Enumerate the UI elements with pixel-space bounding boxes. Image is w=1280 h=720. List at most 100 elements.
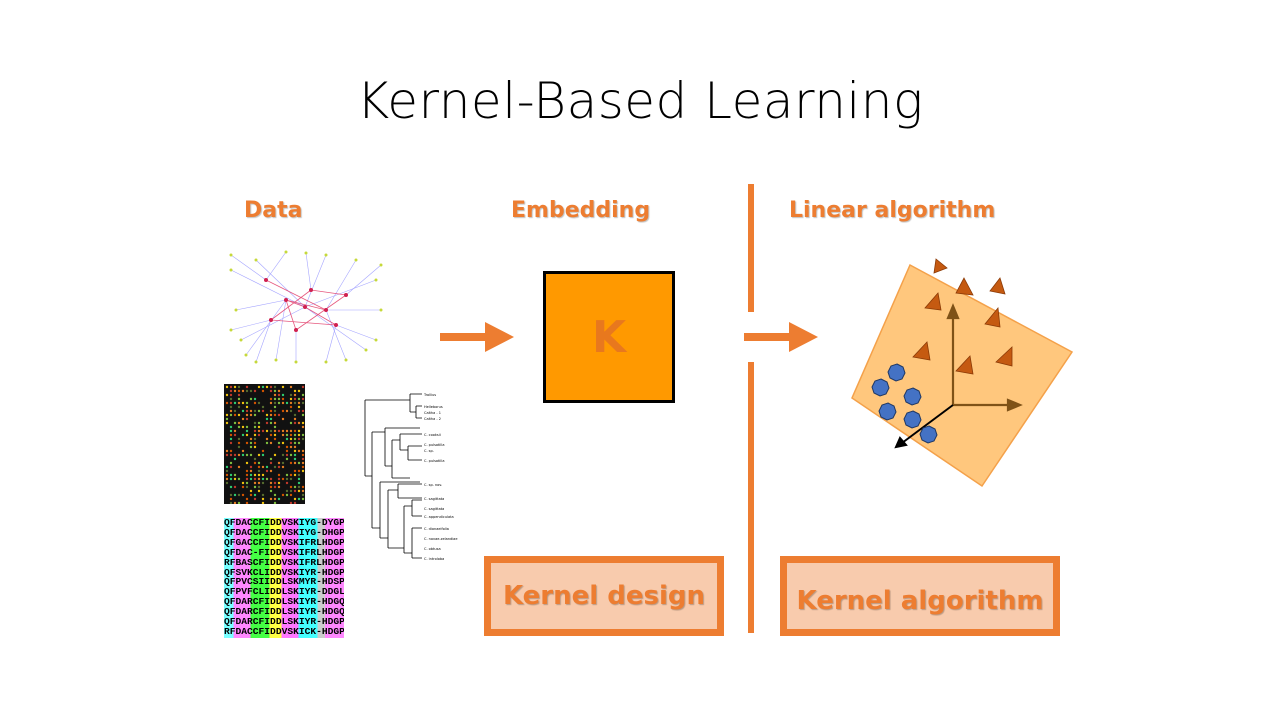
microarray-spot [253,425,257,429]
kernel-design-box: Kernel design [484,556,724,636]
label-linear-algorithm: Linear algorithm [789,198,996,223]
microarray-spot [257,409,261,413]
microarray-spot [277,477,281,481]
microarray-spot [281,397,285,401]
microarray-spot [265,469,269,473]
microarray-spot [293,433,297,437]
microarray-spot [261,481,265,485]
microarray-spot [261,493,265,497]
microarray-spot [229,437,233,441]
svg-text:C. pulsatilla: C. pulsatilla [424,443,444,447]
sequence-row: QFDARCFIDDLSKIYR-HDGPI [224,616,344,628]
microarray-spot [269,497,273,501]
microarray-spot [297,461,301,465]
divider-bottom [748,362,754,633]
microarray-spot [297,485,301,489]
kernel-algorithm-box: Kernel algorithm [780,556,1060,636]
microarray-spot [253,493,257,497]
microarray-spot [289,409,293,413]
microarray-spot [265,413,269,417]
microarray-spot [301,489,305,493]
microarray-spot [269,441,273,445]
microarray-spot [273,393,277,397]
microarray-spot [273,465,277,469]
microarray-spot [257,489,261,493]
microarray-spot [269,429,273,433]
microarray-spot [301,433,305,437]
microarray-spot [277,445,281,449]
microarray-spot [269,389,273,393]
microarray-spot [237,385,241,389]
microarray-spot [245,473,249,477]
microarray-spot [297,433,301,437]
microarray-spot [257,429,261,433]
microarray-spot [273,409,277,413]
microarray-spot [229,465,233,469]
microarray-spot [225,473,229,477]
microarray-spot [269,485,273,489]
microarray-spot [249,465,253,469]
microarray-spot [241,493,245,497]
kernel-design-label: Kernel design [502,581,705,611]
microarray-spot [289,433,293,437]
microarray-spot [237,493,241,497]
microarray-spot [225,421,229,425]
microarray-spot [301,493,305,497]
microarray-spot [293,413,297,417]
microarray-spot [297,497,301,501]
microarray-spot [261,497,265,501]
microarray-spot [281,417,285,421]
microarray-spot [249,473,253,477]
slide-title: Kernel-Based Learning [356,72,924,130]
microarray-spot [253,473,257,477]
microarray-spot [293,417,297,421]
microarray-spot [293,461,297,465]
microarray-spot [265,429,269,433]
microarray-spot [277,397,281,401]
microarray-spot [273,429,277,433]
microarray-spot [249,493,253,497]
svg-text:C. appendiculata: C. appendiculata [424,515,454,519]
microarray-spot [269,469,273,473]
microarray-spot [245,433,249,437]
microarray-spot [237,401,241,405]
microarray-spot [253,389,257,393]
microarray-spot [249,441,253,445]
microarray-spot [233,389,237,393]
microarray-spot [229,453,233,457]
microarray-spot [281,493,285,497]
microarray-spot [297,397,301,401]
microarray-spot [245,469,249,473]
microarray-spot [297,409,301,413]
microarray-spot [261,453,265,457]
microarray-spot [245,385,249,389]
sequence-row: QFSVKCLIDDVSKIYR-HDGPV [224,566,344,578]
microarray-spot [297,473,301,477]
svg-text:Caltha - 1: Caltha - 1 [424,411,441,415]
microarray-spot [301,437,305,441]
microarray-spot [233,453,237,457]
microarray-spot [277,429,281,433]
microarray-spot [285,473,289,477]
microarray-spot [229,433,233,437]
microarray-spot [301,397,305,401]
microarray-spot [273,405,277,409]
microarray-spot [289,393,293,397]
microarray-spot [273,493,277,497]
microarray-spot [301,385,305,389]
microarray-spot [281,461,285,465]
microarray-spot [297,389,301,393]
microarray-spot [233,401,237,405]
microarray-spot [253,461,257,465]
microarray-spot [257,385,261,389]
microarray-spot [297,449,301,453]
microarray-spot [265,437,269,441]
microarray-spot [297,489,301,493]
microarray-spot [277,461,281,465]
microarray-spot [233,433,237,437]
microarray-spot [245,485,249,489]
microarray-spot [293,429,297,433]
sequence-row: QFDARCFIDDLSKIYR-HDGQV [224,606,344,618]
microarray-image [224,384,305,504]
microarray-spot [229,413,233,417]
